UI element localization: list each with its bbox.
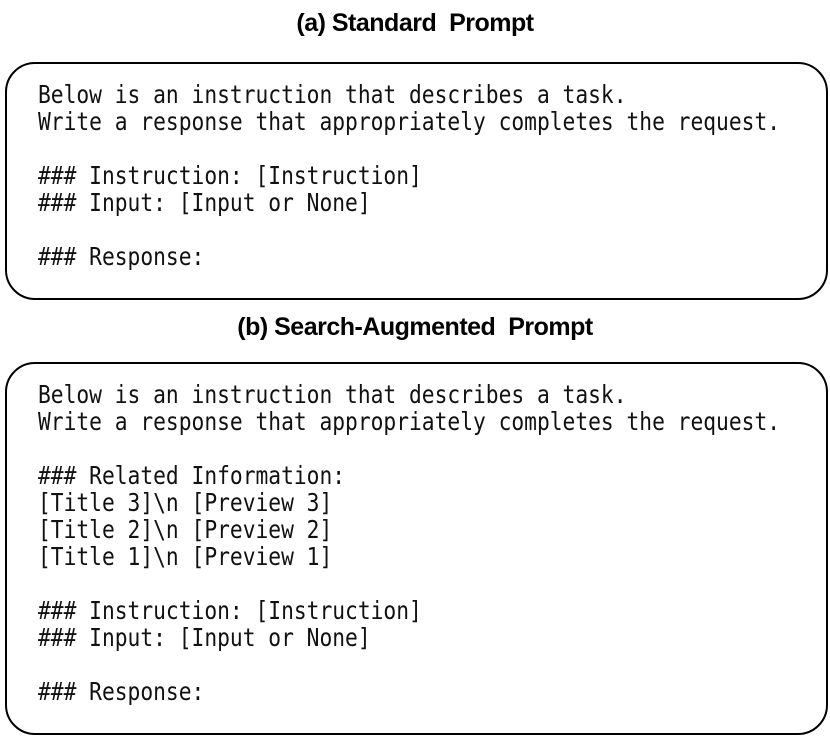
prompt-line: Write a response that appropriately comp… bbox=[38, 107, 781, 136]
prompt-line: ### Input: [Input or None] bbox=[38, 623, 371, 652]
prompt-line bbox=[38, 216, 822, 243]
prompt-line: ### Response: bbox=[38, 242, 205, 271]
prompt-line: Below is an instruction that describes a… bbox=[38, 380, 627, 409]
prompt-line: ### Related Information: bbox=[38, 461, 346, 490]
search-augmented-prompt-lines: Below is an instruction that describes a… bbox=[38, 381, 822, 705]
prompt-line: [Title 2]\n [Preview 2] bbox=[38, 515, 333, 544]
prompt-line: ### Instruction: [Instruction] bbox=[38, 161, 422, 190]
standard-prompt-lines: Below is an instruction that describes a… bbox=[38, 81, 822, 270]
search-augmented-prompt-box: Below is an instruction that describes a… bbox=[5, 362, 828, 735]
prompt-line: [Title 3]\n [Preview 3] bbox=[38, 488, 333, 517]
prompt-line bbox=[38, 435, 822, 462]
prompt-line: ### Instruction: [Instruction] bbox=[38, 596, 422, 625]
prompt-line: ### Response: bbox=[38, 677, 205, 706]
prompt-line: Write a response that appropriately comp… bbox=[38, 407, 781, 436]
search-augmented-prompt-caption: (b) Search-Augmented Prompt bbox=[237, 313, 593, 341]
standard-prompt-caption: (a) Standard Prompt bbox=[296, 9, 534, 37]
prompt-line bbox=[38, 135, 822, 162]
standard-prompt-content: Below is an instruction that describes a… bbox=[7, 64, 826, 270]
prompt-line: Below is an instruction that describes a… bbox=[38, 80, 627, 109]
prompt-line: [Title 1]\n [Preview 1] bbox=[38, 542, 333, 571]
prompt-line: ### Input: [Input or None] bbox=[38, 188, 371, 217]
prompt-line bbox=[38, 570, 822, 597]
prompt-line bbox=[38, 651, 822, 678]
standard-prompt-box: Below is an instruction that describes a… bbox=[5, 62, 828, 300]
search-augmented-prompt-content: Below is an instruction that describes a… bbox=[7, 364, 826, 705]
